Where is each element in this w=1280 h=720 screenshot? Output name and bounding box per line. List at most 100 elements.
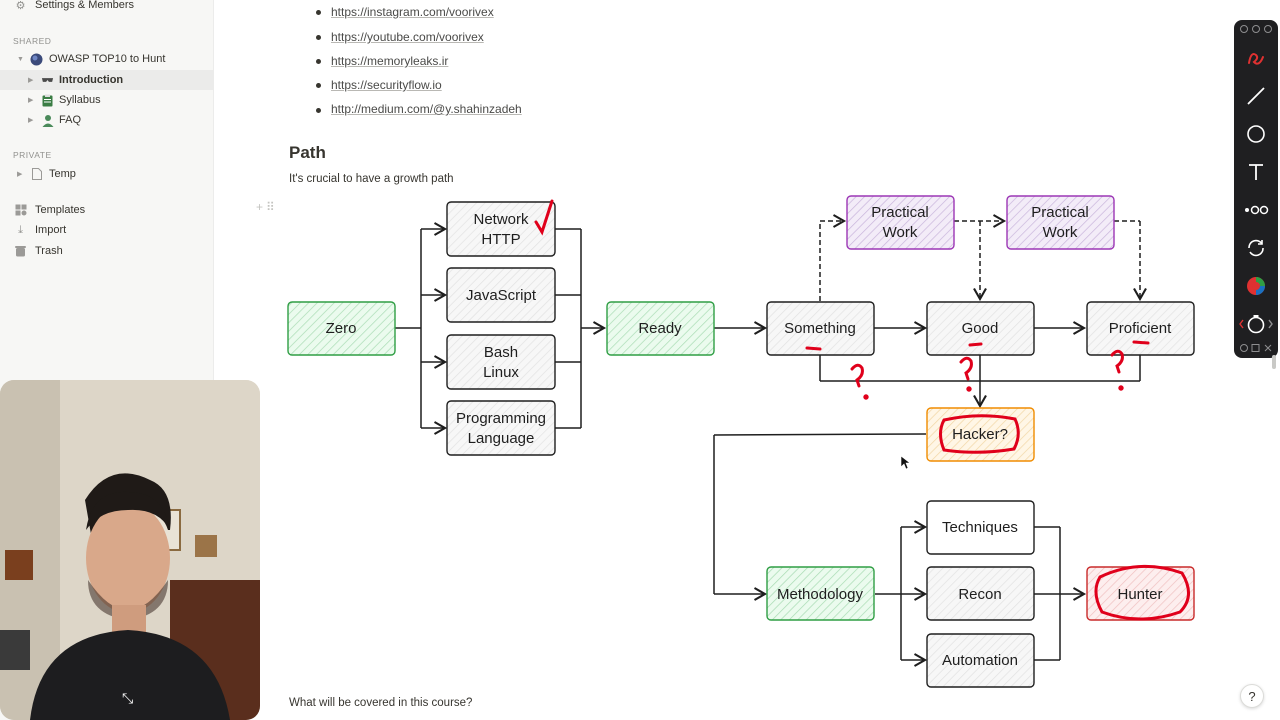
bullet-icon (316, 108, 321, 113)
link-instagram[interactable]: https://instagram.com/voorivex (331, 5, 494, 19)
annotation-toolbar (1234, 20, 1278, 358)
settings-members-item[interactable]: ⚙ Settings & Members (15, 0, 135, 12)
question-mark-icon (1110, 349, 1124, 374)
node-practical-work-1[interactable]: Practical Work (846, 195, 955, 250)
color-picker-icon[interactable] (1234, 270, 1278, 302)
svg-text:Recon: Recon (958, 586, 1001, 603)
page-icon (30, 168, 43, 181)
bullet-icon (316, 35, 321, 40)
course-coverage-text: What will be covered in this course? (289, 697, 473, 709)
bullet-icon (316, 10, 321, 15)
sidebar-item-syllabus[interactable]: ▶ Syllabus (28, 94, 101, 107)
pen-tool-icon[interactable] (1234, 42, 1278, 74)
node-javascript[interactable]: JavaScript (446, 267, 556, 323)
webcam-overlay: ⤡ (0, 380, 260, 720)
chevron-right-icon[interactable]: ▶ (28, 117, 34, 124)
svg-text:JavaScript: JavaScript (466, 287, 537, 304)
question-mark-icon (850, 363, 864, 388)
section-heading: Path (289, 143, 326, 162)
toolbar-bottom-controls[interactable] (1234, 340, 1278, 356)
chevron-right-icon[interactable]: ▶ (28, 77, 34, 84)
node-recon[interactable]: Recon (926, 566, 1035, 621)
node-practical-work-2[interactable]: Practical Work (1006, 195, 1115, 250)
templates-icon (14, 204, 27, 217)
bullet-icon (316, 59, 321, 64)
node-methodology[interactable]: Methodology (766, 566, 875, 621)
svg-text:Network: Network (473, 211, 529, 228)
svg-text:Programming: Programming (456, 410, 546, 427)
gear-icon: ⚙ (15, 0, 26, 12)
svg-text:Bash: Bash (484, 344, 518, 361)
svg-text:Something: Something (784, 320, 856, 337)
sidebar-item-temp[interactable]: ▶ Temp (17, 168, 76, 181)
hunter-circle-annotation (1094, 564, 1190, 621)
help-button[interactable]: ? (1240, 684, 1264, 708)
node-automation[interactable]: Automation (926, 633, 1035, 688)
chevron-right-icon[interactable]: ▶ (28, 97, 34, 104)
line-tool-icon[interactable] (1234, 80, 1278, 112)
node-zero[interactable]: Zero (287, 301, 396, 356)
chevron-down-icon[interactable]: ▼ (17, 55, 24, 63)
ellipse-tool-icon[interactable] (1234, 118, 1278, 150)
svg-text:Techniques: Techniques (942, 519, 1018, 536)
node-network-http[interactable]: Network HTTP (446, 201, 556, 257)
svg-text:Work: Work (1043, 224, 1078, 241)
node-proficient[interactable]: Proficient (1086, 301, 1195, 356)
checkmark-icon (534, 199, 554, 236)
text-tool-icon[interactable] (1234, 156, 1278, 188)
drag-handle-icon[interactable]: +⠿ (256, 200, 278, 214)
toolbar-window-controls[interactable] (1234, 20, 1278, 38)
svg-text:Practical: Practical (1031, 204, 1089, 221)
bullet-icon (316, 83, 321, 88)
svg-text:Practical: Practical (871, 204, 929, 221)
section-description: It's crucial to have a growth path (289, 173, 454, 185)
svg-text:Language: Language (468, 430, 535, 447)
sidebar-item-introduction[interactable]: ▶ Introduction (0, 70, 214, 90)
link-memoryleaks[interactable]: https://memoryleaks.ir (331, 54, 449, 68)
svg-text:Good: Good (962, 320, 999, 337)
private-section-header: PRIVATE (13, 150, 52, 160)
sidebar-item-faq[interactable]: ▶ FAQ (28, 114, 82, 127)
svg-text:Methodology: Methodology (777, 586, 863, 603)
question-mark-icon (959, 356, 973, 381)
svg-text:Zero: Zero (326, 320, 357, 337)
timer-tool-icon[interactable] (1234, 308, 1278, 340)
sunglasses-icon (41, 74, 54, 87)
node-programming-language[interactable]: Programming Language (446, 400, 556, 456)
clipboard-icon (41, 94, 54, 107)
diagram-dashed-connectors (819, 214, 1147, 302)
rotate-tool-icon[interactable] (1234, 232, 1278, 264)
globe-icon (30, 53, 43, 66)
sidebar-item-trash[interactable]: Trash (0, 241, 214, 261)
sidebar-item-templates[interactable]: Templates (0, 200, 214, 220)
node-hacker[interactable]: Hacker? (926, 407, 1035, 462)
node-good[interactable]: Good (926, 301, 1035, 356)
svg-text:Ready: Ready (638, 320, 682, 337)
expand-icon[interactable]: ⤡ (122, 690, 134, 706)
svg-text:Linux: Linux (483, 364, 519, 381)
link-medium[interactable]: http://medium.com/@y.shahinzadeh (331, 102, 522, 116)
node-techniques[interactable]: Techniques (926, 500, 1035, 555)
node-something[interactable]: Something (766, 301, 875, 356)
link-securityflow[interactable]: https://securityflow.io (331, 78, 442, 92)
person-icon (41, 114, 54, 127)
trash-icon (14, 245, 27, 258)
svg-text:Proficient: Proficient (1109, 320, 1172, 337)
shared-section-header: SHARED (13, 36, 52, 46)
svg-text:HTTP: HTTP (481, 231, 520, 248)
sidebar-item-workspace[interactable]: ▼ OWASP TOP10 to Hunt (17, 53, 166, 66)
download-icon: ⤓ (18, 223, 23, 236)
chevron-right-icon[interactable]: ▶ (17, 171, 23, 178)
cursor-icon (900, 455, 911, 470)
link-youtube[interactable]: https://youtube.com/voorivex (331, 30, 484, 44)
scrollbar-thumb[interactable] (1272, 355, 1276, 369)
svg-text:Hunter: Hunter (1117, 586, 1162, 603)
sidebar-item-import[interactable]: ⤓ Import (0, 220, 214, 240)
dots-tool-icon[interactable] (1234, 194, 1278, 226)
presenter-video (0, 380, 260, 720)
node-bash-linux[interactable]: Bash Linux (446, 334, 556, 390)
hacker-circle-annotation (939, 414, 1020, 454)
node-ready[interactable]: Ready (606, 301, 715, 356)
svg-text:Hacker?: Hacker? (952, 426, 1008, 443)
